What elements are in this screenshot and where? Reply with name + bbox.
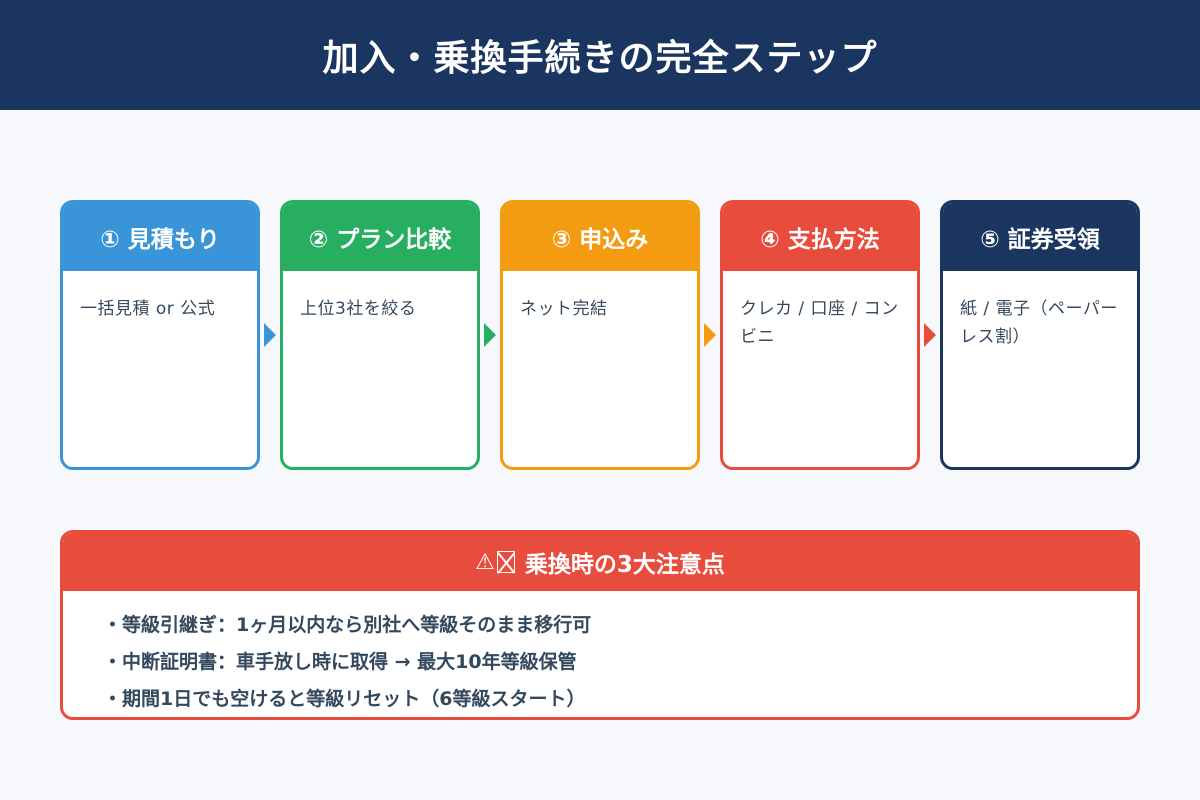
step-description: 紙 / 電子（ペーパーレス割） xyxy=(960,299,1118,347)
arrow-right-icon xyxy=(484,323,496,347)
notice-item: ・期間1日でも空けると等級リセット（6等級スタート） xyxy=(103,688,586,710)
arrow-right-icon xyxy=(924,323,936,347)
step-card-plan-compare: ② プラン比較 上位3社を絞る xyxy=(280,200,480,470)
step-header: ④ 支払方法 xyxy=(723,203,917,271)
page-title: 加入・乗換手続きの完全ステップ xyxy=(322,38,878,79)
step-header: ③ 申込み xyxy=(503,203,697,271)
notice-title: 乗換時の3大注意点 xyxy=(524,552,725,578)
notice-item: ・中断証明書：車手放し時に取得 → 最大10年等級保管 xyxy=(103,651,577,673)
step-card-policy-receipt: ⑤ 証券受領 紙 / 電子（ペーパーレス割） xyxy=(940,200,1140,470)
step-description: クレカ / 口座 / コンビニ xyxy=(740,299,899,347)
step-header: ⑤ 証券受領 xyxy=(943,203,1137,271)
title-bar: 加入・乗換手続きの完全ステップ xyxy=(0,0,1200,110)
step-header: ② プラン比較 xyxy=(283,203,477,271)
step-header: ① 見積もり xyxy=(63,203,257,271)
notice-item: ・等級引継ぎ：1ヶ月以内なら別社へ等級そのまま移行可 xyxy=(103,614,592,636)
notice-header: ⚠ 乗換時の3大注意点 xyxy=(63,533,1137,591)
notice-list: ・等級引継ぎ：1ヶ月以内なら別社へ等級そのまま移行可 ・中断証明書：車手放し時に… xyxy=(63,591,1137,717)
step-description: 一括見積 or 公式 xyxy=(80,299,216,319)
arrow-right-icon xyxy=(264,323,276,347)
step-card-estimate: ① 見積もり 一括見積 or 公式 xyxy=(60,200,260,470)
step-card-payment-method: ④ 支払方法 クレカ / 口座 / コンビニ xyxy=(720,200,920,470)
step-card-application: ③ 申込み ネット完結 xyxy=(500,200,700,470)
missing-glyph-icon xyxy=(496,551,515,573)
step-description: 上位3社を絞る xyxy=(300,299,417,319)
step-description: ネット完結 xyxy=(520,299,608,319)
switching-cautions-panel: ⚠ 乗換時の3大注意点 ・等級引継ぎ：1ヶ月以内なら別社へ等級そのまま移行可 ・… xyxy=(60,530,1140,720)
warning-icon: ⚠ xyxy=(475,549,495,575)
arrow-right-icon xyxy=(704,323,716,347)
